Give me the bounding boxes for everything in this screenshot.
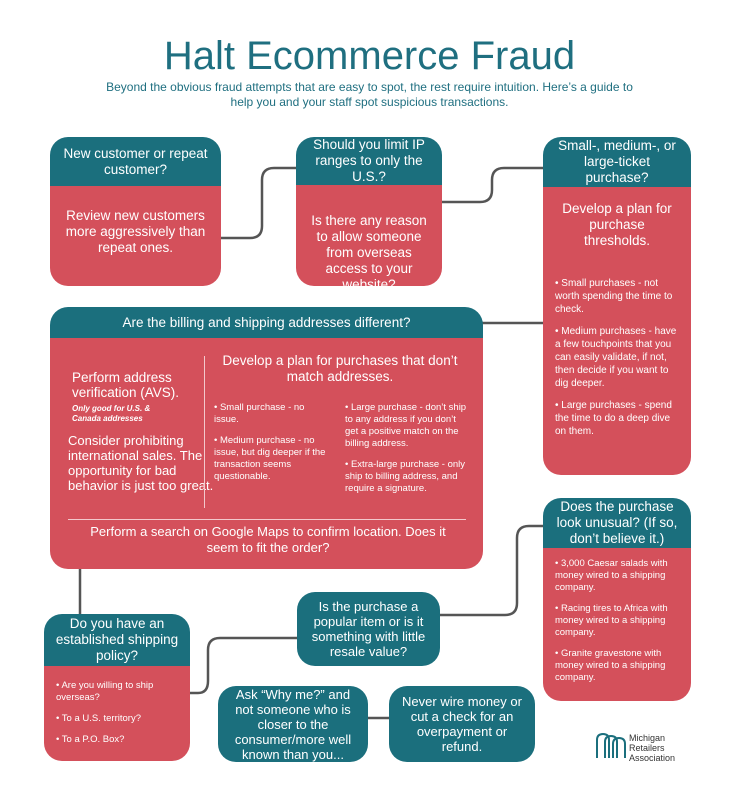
customer-type-body: Review new customers more aggressively t… [50,186,221,286]
logo-line-1: Michigan [629,733,666,743]
connector-6-popular [190,636,298,695]
address-mismatch-header: Are the billing and shipping addresses d… [50,307,483,338]
list-item: • Medium purchases - have a few touchpoi… [555,326,677,389]
international-sales-note: Consider prohibiting international sales… [68,433,214,493]
address-mismatch-card: Are the billing and shipping addresses d… [50,307,483,569]
list-item: • Large purchase - don’t ship to any add… [345,402,467,449]
logo-wordmark: Michigan Retailers Association [629,733,675,763]
list-item: • Are you willing to ship overseas? [56,680,154,703]
list-item: • Extra-large purchase - only ship to bi… [345,459,466,494]
connector-1-2 [220,166,297,240]
address-plan-right-list: • Large purchase - don’t ship to any add… [345,402,470,504]
shipping-policy-list: • Are you willing to ship overseas? • To… [56,680,178,746]
list-item: • Racing tires to Africa with money wire… [555,603,668,638]
shipping-policy-header: Do you have an established shipping poli… [44,614,190,666]
list-item: • Large purchases - spend the time to do… [555,400,672,437]
never-wire-money-note: Never wire money or cut a check for an o… [389,686,535,762]
ticket-size-body: Develop a plan for purchase thresholds. … [543,187,691,475]
shipping-policy-card: Do you have an established shipping poli… [44,614,190,761]
page-title: Halt Ecommerce Fraud [163,34,576,78]
avs-note: Only good for U.S. & Canada addresses [72,404,151,423]
michigan-retailers-association-logo [596,732,626,758]
ticket-size-list: • Small purchases - not worth spending t… [555,277,679,438]
unusual-purchase-body: • 3,000 Caesar salads with money wired t… [543,548,691,701]
list-item: • Small purchase - no issue. [214,402,305,425]
section-divider [68,519,466,520]
ticket-size-card: Small-, medium-, or large-ticket purchas… [543,137,691,475]
customer-type-header: New customer or repeat customer? [50,137,221,186]
connector-2-3 [442,166,545,204]
page-subtitle: Beyond the obvious fraud attempts that a… [106,80,633,109]
list-item: • Medium purchase - no issue, but dig de… [214,435,326,482]
why-me-question: Ask “Why me?” and not someone who is clo… [218,686,368,762]
ip-range-card: Should you limit IP ranges to only the U… [296,137,442,286]
logo-line-2: Retailers [629,743,665,753]
address-plan-left-list: • Small purchase - no issue. • Medium pu… [214,402,329,492]
unusual-purchase-header: Does the purchase look unusual? (If so, … [543,498,691,548]
address-mismatch-body: Perform address verification (AVS). Only… [50,338,483,569]
ticket-size-plan-title: Develop a plan for purchase thresholds. [562,201,672,248]
popular-item-question: Is the purchase a popular item or is it … [297,592,440,666]
ip-range-header: Should you limit IP ranges to only the U… [296,137,442,185]
customer-type-card: New customer or repeat customer? Review … [50,137,221,286]
list-item: • To a U.S. territory? [56,713,141,724]
column-divider [204,356,205,508]
unusual-purchase-list: • 3,000 Caesar salads with money wired t… [555,558,679,684]
google-maps-note: Perform a search on Google Maps to confi… [90,524,446,555]
address-plan-title: Develop a plan for purchases that don’t … [222,353,458,384]
avs-title: Perform address verification (AVS). [72,370,180,400]
unusual-purchase-card: Does the purchase look unusual? (If so, … [543,498,691,701]
connector-popular-5 [440,524,545,617]
ip-range-body: Is there any reason to allow someone fro… [296,185,442,286]
list-item: • Granite gravestone with money wired to… [555,648,666,683]
logo-line-3: Association [629,753,676,763]
list-item: • To a P.O. Box? [56,734,125,745]
list-item: • 3,000 Caesar salads with money wired t… [555,558,668,593]
shipping-policy-body: • Are you willing to ship overseas? • To… [44,666,190,761]
list-item: • Small purchases - not worth spending t… [555,278,673,315]
ticket-size-header: Small-, medium-, or large-ticket purchas… [543,137,691,187]
